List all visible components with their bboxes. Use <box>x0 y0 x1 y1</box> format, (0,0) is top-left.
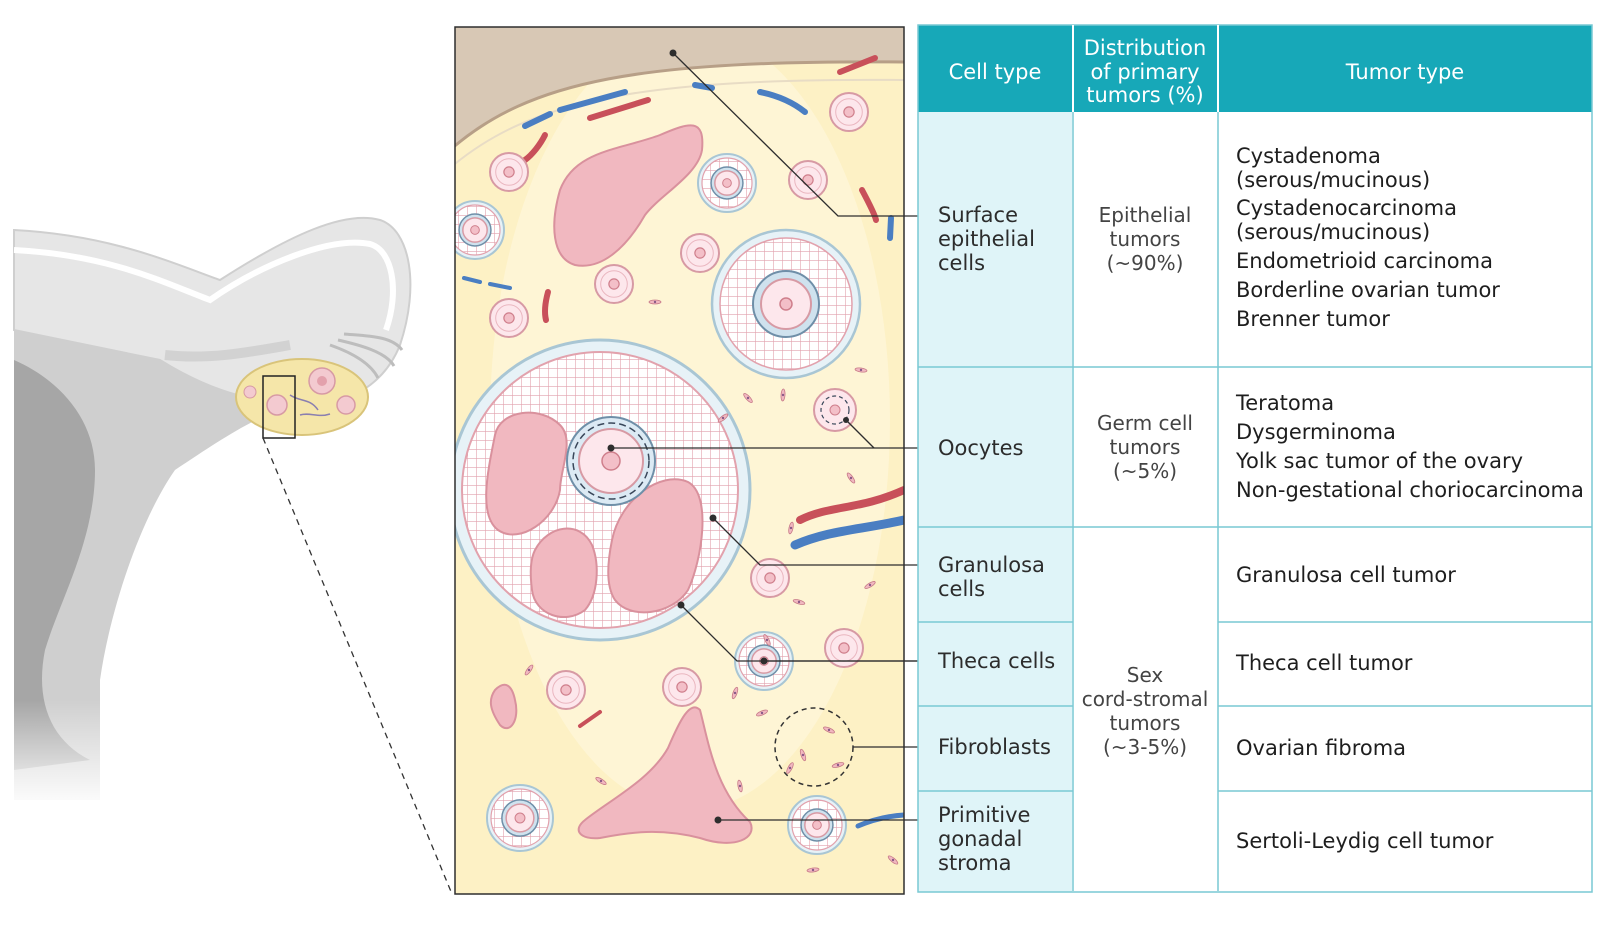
primary-follicle <box>486 784 554 852</box>
fibroblast <box>756 709 768 717</box>
dist-sex-cord-4: (~3-5%) <box>1103 735 1187 759</box>
table-grid <box>917 24 1593 893</box>
fibroblast <box>780 388 786 402</box>
tumor-table: Cell type Distribution of primary tumors… <box>917 24 1593 893</box>
fibroblast <box>887 855 899 865</box>
oocyte-small <box>788 160 828 200</box>
fibroblast <box>524 664 534 676</box>
tumor-granulosa: Granulosa cell tumor <box>1236 563 1456 587</box>
fibroblast <box>595 776 607 786</box>
cell-type-stroma-3: stroma <box>938 851 1012 875</box>
ovary-thumbnail <box>235 358 453 895</box>
tumor-theca: Theca cell tumor <box>1235 651 1413 675</box>
oocyte-small <box>546 670 586 710</box>
fibroblast <box>737 779 743 793</box>
fibroblast <box>799 748 807 762</box>
tumor-germ-4: Non-gestational choriocarcinoma <box>1236 478 1584 502</box>
cell-type-surface-2: epithelial <box>938 227 1035 251</box>
tumor-germ-2: Dysgerminoma <box>1236 420 1396 444</box>
leader-dots <box>607 49 849 824</box>
fibroblast <box>788 521 794 535</box>
primary-follicle <box>455 200 505 260</box>
cell-type-granulosa-1: Granulosa <box>938 553 1045 577</box>
dist-germ-3: (~5%) <box>1113 459 1177 483</box>
tumor-epithelial-5: Endometrioid carcinoma <box>1236 249 1493 273</box>
oocyte-small <box>680 233 720 273</box>
fibroblast <box>846 472 856 484</box>
header-distribution-line3: tumors (%) <box>1086 83 1203 107</box>
oocyte-dashed <box>813 388 857 432</box>
primary-follicle <box>697 153 757 213</box>
tumor-epithelial-3: Cystadenocarcinoma <box>1236 196 1457 220</box>
fibroblast <box>648 299 662 305</box>
cell-type-fibroblasts: Fibroblasts <box>938 735 1051 759</box>
tumor-epithelial-2: (serous/mucinous) <box>1236 168 1430 192</box>
tumor-epithelial-4: (serous/mucinous) <box>1236 220 1430 244</box>
cell-type-granulosa-2: cells <box>938 577 985 601</box>
oocyte-small <box>489 298 529 338</box>
header-distribution <box>1073 25 1218 112</box>
dist-germ-2: tumors <box>1110 435 1181 459</box>
fibroblast <box>786 762 794 774</box>
zoom-guide-line <box>262 437 453 895</box>
cell-type-oocytes: Oocytes <box>938 436 1023 460</box>
fibroblast <box>831 762 845 768</box>
small-follicles <box>455 92 869 855</box>
cell-type-theca: Theca cells <box>937 649 1055 673</box>
tumor-germ-1: Teratoma <box>1235 391 1334 415</box>
dist-epithelial-1: Epithelial <box>1099 203 1192 227</box>
oocyte-small <box>824 628 864 668</box>
fibroblast <box>823 726 835 734</box>
dist-sex-cord-3: tumors <box>1110 711 1181 735</box>
dist-germ-1: Germ cell <box>1097 411 1193 435</box>
secondary-follicle <box>710 228 862 380</box>
header-distribution-line1: Distribution <box>1084 36 1207 60</box>
dist-sex-cord-2: cord-stromal <box>1082 687 1209 711</box>
oocyte-small <box>594 264 634 304</box>
stroma-blobs <box>489 124 753 844</box>
fibroblast <box>792 599 806 605</box>
tumor-epithelial-7: Brenner tumor <box>1236 307 1390 331</box>
dist-sex-cord-1: Sex <box>1127 663 1164 687</box>
tumor-epithelial-1: Cystadenoma <box>1236 144 1381 168</box>
fibroblast <box>743 393 753 403</box>
header-tumor-type <box>1218 25 1592 112</box>
dist-epithelial-2: tumors <box>1110 227 1181 251</box>
tumor-fibroma: Ovarian fibroma <box>1236 736 1406 760</box>
cell-type-stroma-1: Primitive <box>938 803 1030 827</box>
magnified-ovary-section <box>454 26 905 895</box>
header-distribution-line2: of primary <box>1090 60 1199 84</box>
header-tumor-type-label: Tumor type <box>1345 60 1464 84</box>
leader-lines <box>611 52 927 821</box>
cell-type-surface-1: Surface <box>938 203 1018 227</box>
fibroblast <box>763 634 771 646</box>
oocyte-small <box>662 667 702 707</box>
fibroblast <box>731 686 739 700</box>
cell-type-stroma-2: gonadal <box>938 827 1022 851</box>
primary-follicle <box>787 795 847 855</box>
fibroblast <box>854 367 868 373</box>
header-cell-type <box>918 25 1073 112</box>
fibroblast <box>864 581 876 589</box>
tumor-epithelial-6: Borderline ovarian tumor <box>1236 278 1500 302</box>
tumor-germ-3: Yolk sac tumor of the ovary <box>1235 449 1523 473</box>
cell-type-column <box>918 112 1073 892</box>
uterus-illustration <box>13 216 412 810</box>
header-cell-type-label: Cell type <box>949 60 1042 84</box>
zoom-box <box>262 375 296 439</box>
antral-follicle <box>455 338 752 642</box>
cell-type-surface-3: cells <box>938 251 985 275</box>
tumor-sertoli-leydig: Sertoli-Leydig cell tumor <box>1236 829 1494 853</box>
blood-vessels <box>462 55 904 829</box>
fibroblast-cells <box>524 299 899 873</box>
fibroblast <box>806 867 820 873</box>
magnified-panel-frame <box>454 26 905 895</box>
oocyte-small <box>829 92 869 132</box>
dist-epithelial-3: (~90%) <box>1107 251 1184 275</box>
fibroblast <box>717 413 729 423</box>
oocyte-small <box>489 152 529 192</box>
oocyte-small <box>750 558 790 598</box>
